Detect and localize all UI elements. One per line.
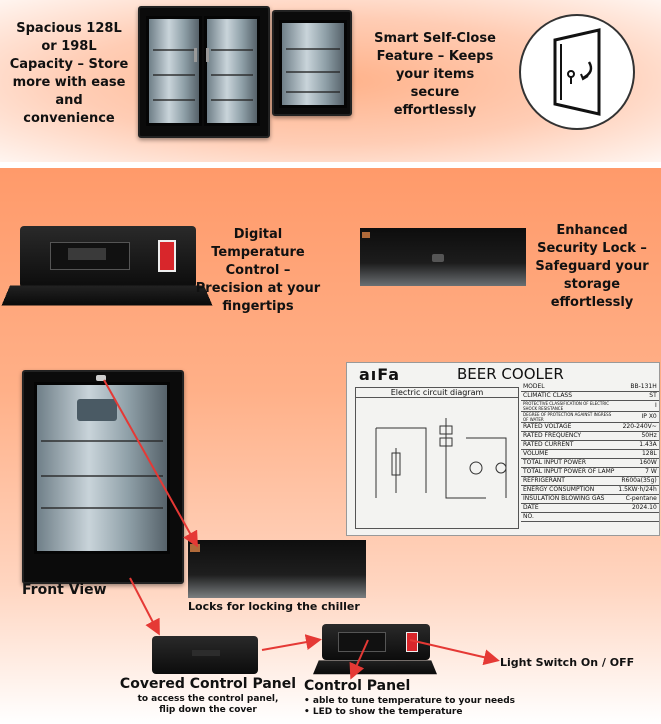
arrow-to-light-switch xyxy=(409,639,500,666)
covered-panel-desc-1: to access the control panel, xyxy=(137,694,279,704)
product-name: BEER COOLER xyxy=(457,365,564,383)
capacity-caption: Spacious 128L or 198L Capacity – Store m… xyxy=(9,21,129,126)
self-close-caption: Smart Self-Close Feature – Keeps your it… xyxy=(374,31,496,118)
brand-logo: aıFa xyxy=(359,365,401,384)
covered-panel-title: Covered Control Panel xyxy=(119,676,297,692)
digital-temp-caption: Digital Temperature Control – Precision … xyxy=(195,227,321,314)
front-view-callout: Front View xyxy=(22,582,107,598)
front-view-fridge-image xyxy=(22,370,184,584)
table-row: PROTECTIVE CLASSIFICATION OF ELECTRIC SH… xyxy=(521,400,659,412)
circuit-diagram-title: Electric circuit diagram xyxy=(356,388,518,398)
single-door-fridge-image xyxy=(272,10,352,116)
covered-panel-image xyxy=(152,636,258,674)
lock-closeup-image xyxy=(188,540,366,598)
circuit-diagram xyxy=(375,418,507,499)
control-panel-title: Control Panel xyxy=(304,678,411,694)
control-panel-bullet-1: • able to tune temperature to your needs xyxy=(304,696,515,706)
door-self-close-icon xyxy=(519,14,635,130)
arrow-to-control-panel xyxy=(261,634,322,651)
security-lock-caption: Enhanced Security Lock – Safeguard your … xyxy=(535,223,649,310)
section-divider xyxy=(0,162,661,168)
table-row: DEGREE OF PROTECTION AGAINST INGRESS OF … xyxy=(521,411,659,423)
arrow-to-display xyxy=(349,639,369,680)
light-switch-callout: Light Switch On / OFF xyxy=(500,656,635,669)
double-door-fridge-image xyxy=(138,6,270,138)
arrow-to-locks xyxy=(103,379,198,548)
covered-panel-desc-2: flip down the cover xyxy=(159,705,257,715)
security-lock-image xyxy=(360,228,526,286)
locks-callout: Locks for locking the chiller xyxy=(188,600,360,613)
arrow-to-covered-panel xyxy=(129,577,160,636)
rating-label-image: aıFa BEER COOLER Electric circuit diagra… xyxy=(346,362,660,536)
control-panel-bullet-2: • LED to show the temperature xyxy=(304,707,463,717)
table-row: NO. xyxy=(521,512,659,522)
control-panel-image xyxy=(1,222,213,310)
